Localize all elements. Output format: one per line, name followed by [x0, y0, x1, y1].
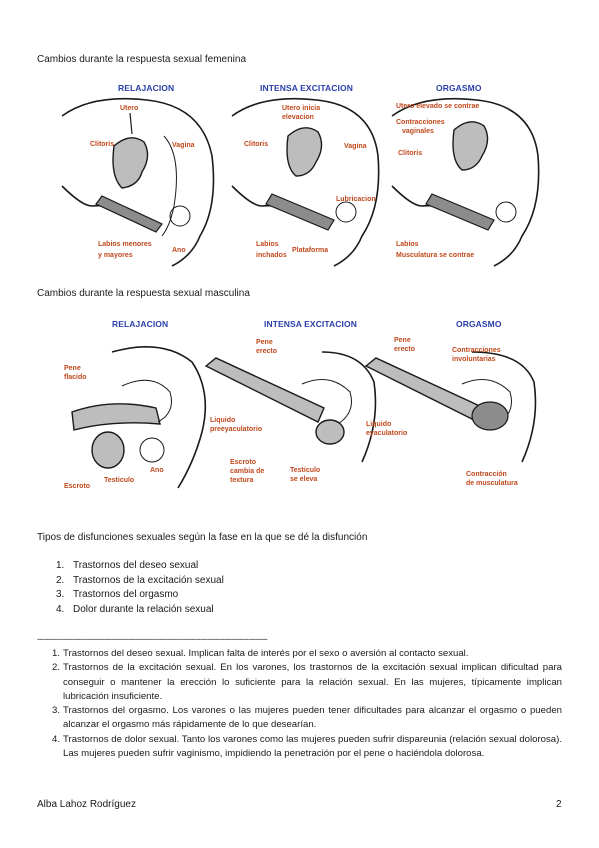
label: Escroto: [230, 459, 256, 466]
definitions-list: 1.Trastornos del deseo sexual. Implican …: [52, 647, 562, 761]
list-item: 4.Trastornos de dolor sexual. Tanto los …: [52, 733, 562, 760]
label: Clitoris: [244, 141, 268, 148]
panel-title: INTENSA EXCITACION: [264, 319, 357, 329]
label: Liquido: [210, 417, 235, 424]
label: se eleva: [290, 476, 317, 483]
female-response-figure: RELAJACION Utero Clitoris Vagina Labios …: [52, 76, 544, 272]
panel-title: ORGASMO: [436, 83, 482, 93]
label: y mayores: [98, 252, 133, 259]
label: erecto: [256, 348, 277, 355]
label: Contracciones: [396, 119, 445, 126]
label: Musculatura se contrae: [396, 252, 474, 259]
list-item: 3.Trastornos del orgasmo. Los varones o …: [52, 705, 562, 731]
label: Clitoris: [398, 150, 422, 157]
panel-title: RELAJACION: [112, 319, 168, 329]
label: vaginales: [402, 128, 434, 135]
male-response-figure: RELAJACION Pene flacido Escroto Testicul…: [52, 312, 544, 502]
panel-title: RELAJACION: [118, 83, 174, 93]
label: eyaculatorio: [366, 430, 407, 437]
label: flacido: [64, 374, 87, 381]
female-panel-orgasmo: ORGASMO Utero elevado se contrae Contrac…: [391, 83, 540, 267]
list-item: 2.Trastornos de la excitación sexual. En…: [52, 662, 562, 702]
male-diagram: RELAJACION Pene flacido Escroto Testicul…: [64, 319, 537, 490]
label: elevacion: [282, 114, 314, 121]
label: Pene: [394, 337, 411, 344]
label: Vagina: [172, 142, 195, 149]
label: Liquido: [366, 421, 391, 428]
panel-title: ORGASMO: [456, 319, 502, 329]
label: Testiculo: [104, 477, 134, 484]
label: Lubricacion: [336, 196, 376, 203]
label: Pene: [256, 339, 273, 346]
label: Contracción: [466, 471, 507, 478]
label: textura: [230, 477, 253, 484]
female-diagram: RELAJACION Utero Clitoris Vagina Labios …: [61, 83, 540, 267]
male-panel-orgasmo: ORGASMO Pene erecto Contracciones involu…: [364, 319, 537, 487]
label: Utero: [120, 105, 138, 112]
list-item: 2.Trastornos de la excitación sexual: [56, 574, 224, 586]
label: Labios: [256, 241, 279, 248]
list-item: 4.Dolor durante la relación sexual: [56, 603, 214, 615]
label: Clitoris: [90, 141, 114, 148]
label: Escroto: [64, 483, 90, 490]
label: Testiculo: [290, 467, 320, 474]
female-panel-relajacion: RELAJACION Utero Clitoris Vagina Labios …: [61, 83, 215, 267]
dysfunction-types-list: 1.Trastornos del deseo sexual 2.Trastorn…: [56, 559, 224, 617]
types-heading: Tipos de disfunciones sexuales según la …: [37, 532, 368, 543]
label: de musculatura: [466, 480, 518, 487]
footer-author: Alba Lahoz Rodríguez: [37, 799, 136, 810]
label: Plataforma: [292, 247, 328, 254]
label: involuntarias: [452, 356, 496, 363]
label: inchados: [256, 252, 287, 259]
page-number: 2: [556, 799, 562, 810]
label: preeyaculatorio: [210, 426, 262, 433]
list-item: 1.Trastornos del deseo sexual: [56, 560, 199, 571]
label: Vagina: [344, 143, 367, 150]
female-figure-caption: Cambios durante la respuesta sexual feme…: [37, 54, 247, 65]
label: erecto: [394, 346, 415, 353]
male-panel-relajacion: RELAJACION Pene flacido Escroto Testicul…: [64, 319, 207, 490]
label: Labios menores: [98, 241, 152, 248]
label: Labios: [396, 241, 419, 248]
label: Ano: [172, 247, 186, 254]
list-item: 1.Trastornos del deseo sexual. Implican …: [52, 648, 469, 659]
label: Pene: [64, 365, 81, 372]
male-figure-caption: Cambios durante la respuesta sexual masc…: [37, 288, 250, 299]
panel-title: INTENSA EXCITACION: [260, 83, 353, 93]
list-item: 3.Trastornos del orgasmo: [56, 589, 179, 601]
dashed-divider: ----------------------------------------…: [37, 634, 268, 644]
label: cambia de: [230, 468, 264, 475]
label: Ano: [150, 467, 164, 474]
label: Utero inicia: [282, 105, 320, 112]
label: Utero elevado se contrae: [396, 103, 479, 110]
label: Contracciones: [452, 347, 501, 354]
male-panel-intensa-excitacion: INTENSA EXCITACION Pene erecto Liquido p…: [204, 319, 377, 484]
female-panel-intensa-excitacion: INTENSA EXCITACION Utero inicia elevacio…: [231, 83, 380, 267]
